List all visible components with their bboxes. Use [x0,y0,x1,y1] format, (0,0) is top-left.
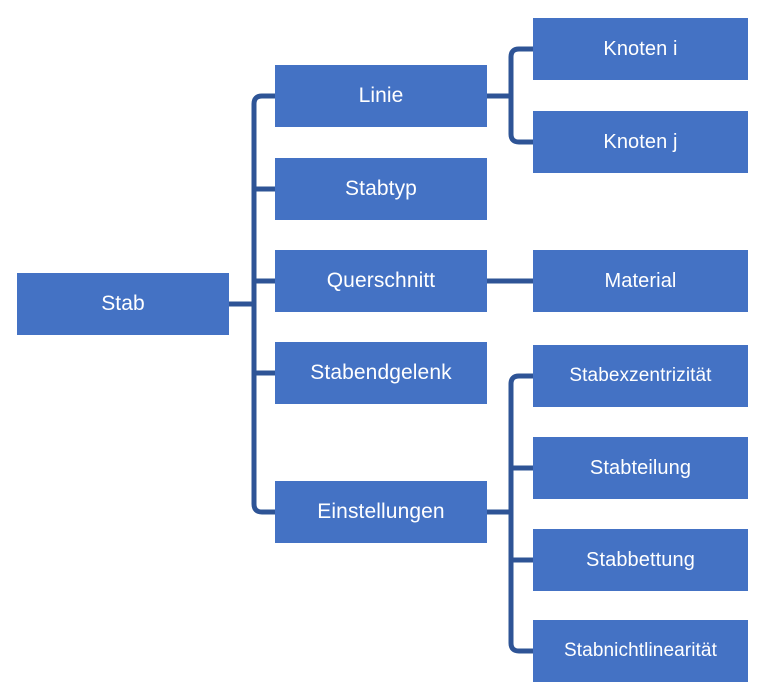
node-stabbettung-label: Stabbettung [586,549,695,571]
connector-linie-to-knoten [487,46,533,145]
node-material-label: Material [604,270,677,292]
node-stabtyp[interactable]: Stabtyp [275,158,487,220]
node-stabexzentrizitaet-label: Stabexzentrizität [569,364,712,386]
node-einstellungen[interactable]: Einstellungen [275,481,487,543]
connector-linie-bracket [508,46,533,145]
connector-trunk-vertical [251,93,275,515]
node-knoten-i-label: Knoten i [603,38,678,60]
node-stabtyp-label: Stabtyp [345,177,417,201]
connector-root-to-level2 [229,93,275,515]
node-stabteilung[interactable]: Stabteilung [533,437,748,499]
node-stabnichtlinearitaet[interactable]: Stabnichtlinearität [533,620,748,682]
node-stab-label: Stab [101,292,145,316]
connector-einstellungen-to-children [487,373,533,654]
node-querschnitt[interactable]: Querschnitt [275,250,487,312]
node-material[interactable]: Material [533,250,748,312]
connector-einstellungen-bracket [508,373,533,654]
node-knoten-i[interactable]: Knoten i [533,18,748,80]
node-stabendgelenk[interactable]: Stabendgelenk [275,342,487,404]
node-stabendgelenk-label: Stabendgelenk [310,361,452,385]
node-stab[interactable]: Stab [17,273,229,335]
node-stabbettung[interactable]: Stabbettung [533,529,748,591]
node-linie[interactable]: Linie [275,65,487,127]
node-knoten-j[interactable]: Knoten j [533,111,748,173]
node-stabteilung-label: Stabteilung [589,457,692,479]
node-linie-label: Linie [358,84,404,108]
node-querschnitt-label: Querschnitt [326,269,436,293]
node-knoten-j-label: Knoten j [603,131,678,153]
node-einstellungen-label: Einstellungen [317,500,445,524]
node-stabexzentrizitaet[interactable]: Stabexzentrizität [533,345,748,407]
node-stabnichtlinearitaet-label: Stabnichtlinearität [564,639,717,661]
